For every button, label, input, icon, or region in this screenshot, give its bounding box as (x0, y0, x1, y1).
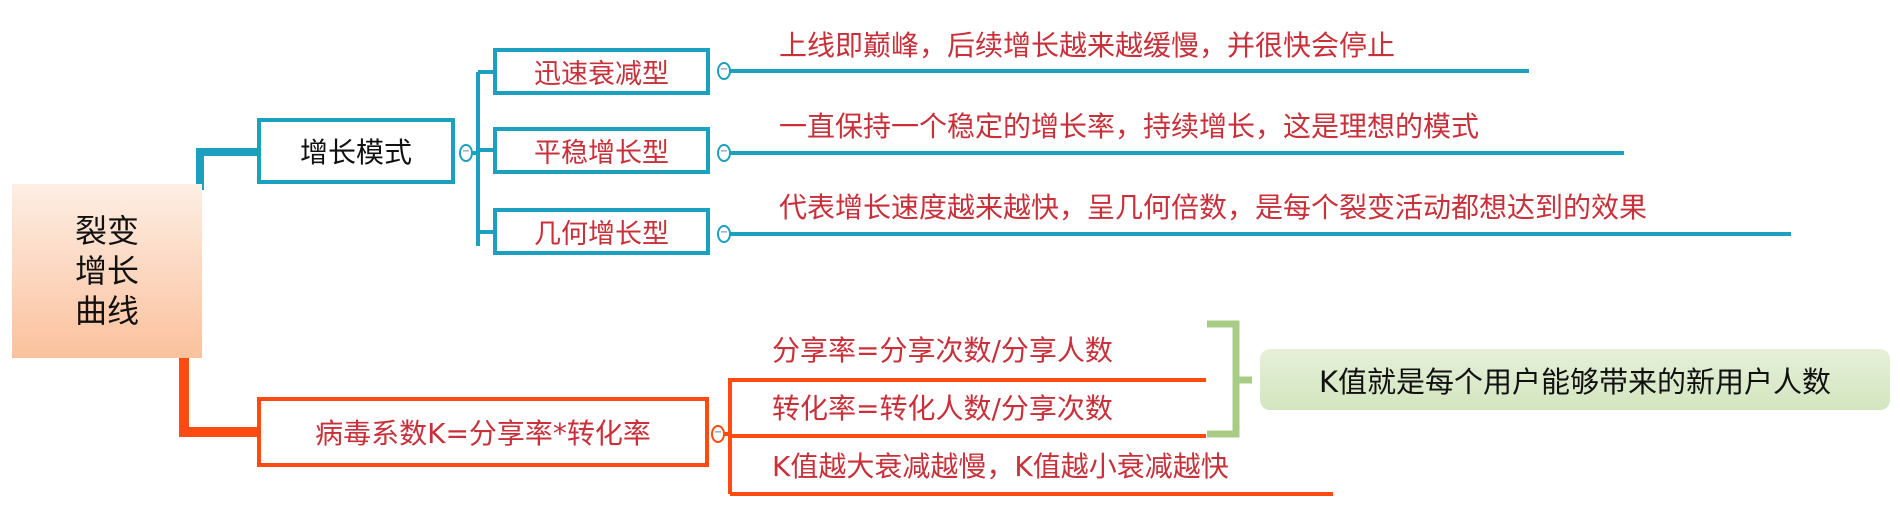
note-steady-growth[interactable]: 一直保持一个稳定的增长率，持续增长，这是理想的模式 (779, 110, 1480, 143)
topic-label: 增长模式 (299, 136, 412, 169)
root-label: 裂变增长曲线 (74, 212, 139, 330)
root-topic[interactable]: 裂变增长曲线 (12, 184, 202, 358)
summary-bracket (1207, 320, 1252, 438)
connector-growth-children (470, 70, 493, 246)
topic-steady-growth[interactable]: 平稳增长型 (493, 127, 710, 174)
collapse-icon[interactable]: − (459, 144, 473, 162)
collapse-icon[interactable]: − (711, 425, 725, 443)
connector-root-growth (196, 148, 257, 190)
topic-label: 平稳增长型 (534, 138, 669, 169)
collapse-icon[interactable]: − (717, 62, 731, 80)
connector-k-children (724, 378, 732, 494)
topic-label: 几何增长型 (534, 219, 669, 250)
topic-label: 迅速衰减型 (534, 59, 669, 90)
collapse-icon[interactable]: − (717, 225, 731, 243)
k-share-rate[interactable]: 分享率=分享次数/分享人数 (772, 334, 1113, 367)
note-rapid-decay[interactable]: 上线即巅峰，后续增长越来越缓慢，并很快会停止 (779, 29, 1396, 62)
topic-rapid-decay[interactable]: 迅速衰减型 (493, 48, 710, 95)
note-geometric-growth[interactable]: 代表增长速度越来越快，呈几何倍数，是每个裂变活动都想达到的效果 (779, 191, 1648, 224)
collapse-icon[interactable]: − (717, 144, 731, 162)
topic-label: 病毒系数K=分享率*转化率 (315, 417, 651, 450)
summary-k-meaning[interactable]: K值就是每个用户能够带来的新用户人数 (1260, 349, 1890, 410)
k-conversion-rate[interactable]: 转化率=转化人数/分享次数 (772, 392, 1113, 425)
topic-k-factor[interactable]: 病毒系数K=分享率*转化率 (257, 397, 709, 467)
topic-geometric-growth[interactable]: 几何增长型 (493, 208, 710, 255)
summary-label: K值就是每个用户能够带来的新用户人数 (1318, 364, 1832, 399)
topic-growth-modes[interactable]: 增长模式 (257, 118, 455, 184)
k-effect[interactable]: K值越大衰减越慢，K值越小衰减越快 (772, 450, 1229, 483)
connector-root-k (179, 358, 257, 437)
